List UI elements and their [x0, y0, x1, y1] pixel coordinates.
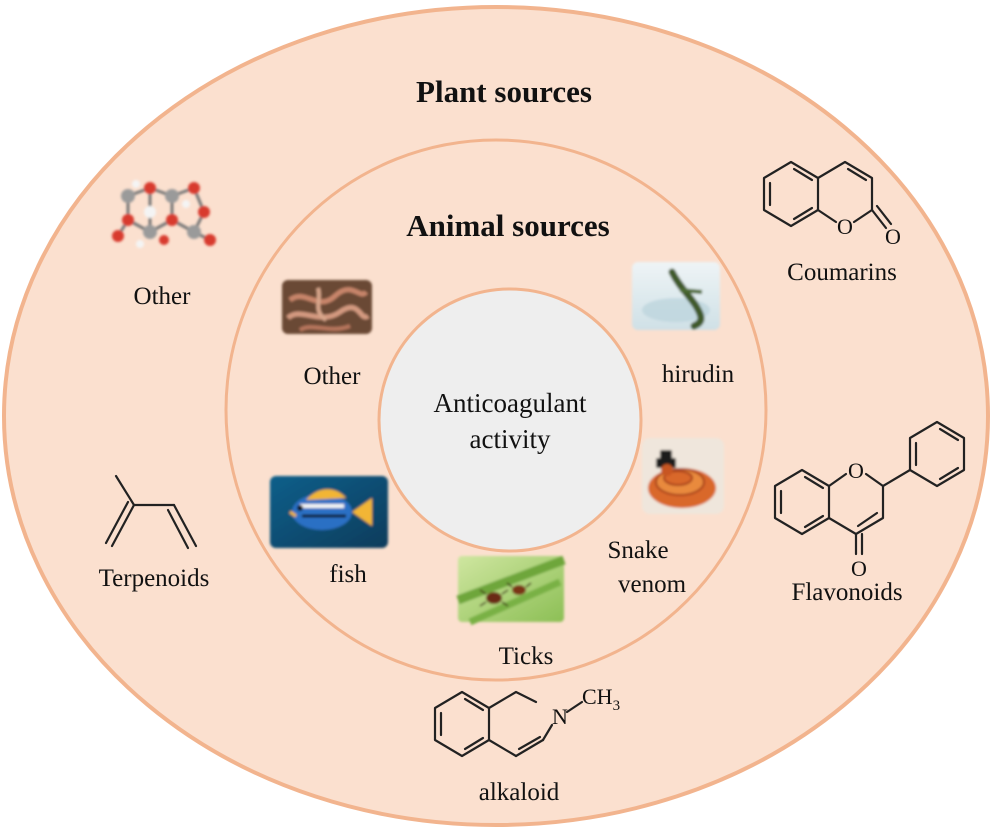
fish-label: fish — [329, 561, 367, 588]
flavonoid-carbonyl-oxygen: O — [851, 556, 867, 581]
terpenoids-label: Terpenoids — [99, 565, 210, 592]
coumarin-carbonyl-oxygen: O — [885, 224, 901, 249]
snake-venom-label-line2: venom — [618, 571, 687, 598]
snake-image — [642, 438, 724, 514]
animal-other-label: Other — [304, 363, 362, 390]
center-circle — [377, 287, 643, 553]
isoprene-structure — [104, 474, 198, 550]
plant-sources-title: Plant sources — [416, 74, 592, 109]
alkaloid-methyl: CH3 — [582, 684, 620, 714]
center-label-line2: activity — [470, 424, 551, 454]
coumarin-structure — [762, 160, 893, 230]
ticks-label: Ticks — [499, 643, 554, 670]
snake-venom-label-line1: Snake — [607, 537, 668, 564]
center-label-line1: Anticoagulant — [434, 388, 587, 418]
alkaloid-label: alkaloid — [479, 779, 560, 806]
ticks-on-grass-image — [456, 555, 566, 626]
animal-sources-title: Animal sources — [406, 208, 610, 243]
hirudin-label: hirudin — [662, 361, 735, 388]
methyl-subscript: 3 — [613, 698, 621, 714]
methyl-ch: CH — [582, 684, 613, 709]
coumarins-label: Coumarins — [787, 259, 897, 286]
flavonoid-structure — [773, 420, 966, 556]
plant-other-label: Other — [134, 283, 192, 310]
coumarin-ring-oxygen: O — [837, 214, 853, 239]
fish-image — [270, 476, 388, 548]
alkaloid-nitrogen: N — [552, 704, 568, 729]
flavonoid-ring-oxygen: O — [848, 458, 864, 483]
earthworm-image — [282, 280, 372, 334]
alkaloid-structure — [433, 690, 584, 758]
leech-in-water-image — [632, 262, 720, 330]
flavonoids-label: Flavonoids — [791, 579, 902, 606]
plant-other-molecule-image — [112, 180, 216, 248]
